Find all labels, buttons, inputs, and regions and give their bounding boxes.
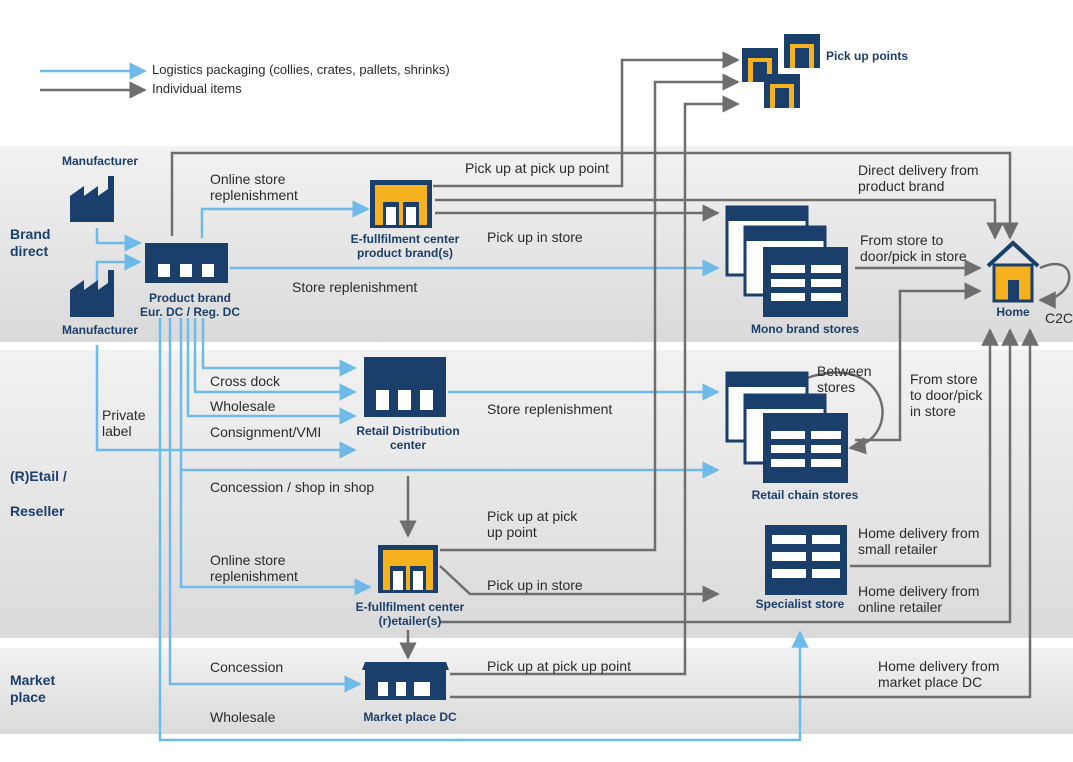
- online-store-repl-label-2: Online store replenishment: [210, 552, 298, 584]
- legend-logistics-label: Logistics packaging (collies, crates, pa…: [152, 62, 450, 77]
- market-place-dc-icon: [362, 662, 449, 700]
- efc-brand-icon: [370, 180, 432, 228]
- product-brand-label: Product brand Eur. DC / Reg. DC: [139, 291, 240, 319]
- c2c-label: C2C: [1045, 310, 1073, 326]
- retail-chain-label: Retail chain stores: [751, 488, 859, 502]
- home-label: Home: [996, 305, 1030, 319]
- retail-dc-icon: [364, 357, 446, 417]
- logistics-arrows: [95, 200, 809, 742]
- manufacturer-top-label: Manufacturer: [61, 154, 138, 168]
- from-store-label-1: From store to door/pick in store: [860, 232, 967, 264]
- market-place-dc-label: Market place DC: [363, 710, 457, 724]
- factory-icon-top: [70, 176, 114, 222]
- retail-chain-stores-icon: [725, 371, 848, 483]
- rdc-label: Retail Distribution center: [356, 424, 460, 452]
- manufacturer-bottom-label: Manufacturer: [61, 323, 138, 337]
- mono-stores-label: Mono brand stores: [750, 322, 859, 336]
- home-market-label: Home delivery from market place DC: [878, 658, 1000, 690]
- home-small-retailer-label: Home delivery from small retailer: [858, 525, 980, 557]
- pickup-store-label-1: Pick up in store: [487, 229, 583, 245]
- section-reseller: Reseller: [10, 503, 65, 519]
- retail-band: [0, 350, 1073, 638]
- specialist-store-icon: [765, 525, 847, 595]
- between-stores-label: Between stores: [817, 363, 872, 395]
- efc-retailer-label: E-fullfilment center (r)etailer(s): [355, 600, 465, 628]
- section-brand-direct: Brand direct: [10, 226, 51, 259]
- pickup-point-label-3: Pick up at pick up point: [487, 658, 631, 674]
- pickup-point-label-1: Pick up at pick up point: [465, 160, 609, 176]
- pickup-point-label-2: Pick up at pick up point: [487, 508, 578, 540]
- store-repl-label-1: Store replenishment: [292, 279, 418, 295]
- concession-label: Concession: [210, 659, 284, 675]
- market-place-band: [0, 648, 1073, 734]
- legend-individual-label: Individual items: [152, 81, 242, 96]
- mono-brand-stores-icon: [725, 205, 848, 317]
- store-repl-label-2: Store replenishment: [487, 401, 613, 417]
- wholesale-label-1: Wholesale: [210, 398, 276, 414]
- efc-retailer-icon: [378, 545, 438, 593]
- efc-brand-label: E-fullfilment center product brand(s): [350, 232, 460, 260]
- section-retail: (R)Etail /: [10, 468, 67, 484]
- specialist-store-label: Specialist store: [755, 597, 845, 611]
- section-market-place: Market place: [10, 672, 56, 705]
- home-icon: [986, 240, 1040, 303]
- online-store-repl-label-1: Online store replenishment: [210, 171, 298, 203]
- pickup-points-icon: [742, 34, 820, 108]
- pickup-points-label: Pick up points: [826, 49, 909, 63]
- cross-dock-label: Cross dock: [210, 373, 281, 389]
- consignment-label: Consignment/VMI: [210, 424, 322, 440]
- home-online-retailer-label: Home delivery from online retailer: [858, 583, 980, 615]
- wholesale-label-2: Wholesale: [210, 709, 276, 725]
- factory-icon-bottom: [70, 270, 114, 317]
- pickup-store-label-2: Pick up in store: [487, 577, 583, 593]
- concession-shop-label: Concession / shop in shop: [210, 479, 375, 495]
- private-label-label: Private label: [102, 407, 146, 439]
- product-brand-dc-icon: [145, 243, 228, 283]
- direct-delivery-label: Direct delivery from product brand: [858, 162, 979, 194]
- individual-items-arrows: [170, 51, 1071, 699]
- from-store-label-2: From store to door/pick in store: [910, 371, 983, 419]
